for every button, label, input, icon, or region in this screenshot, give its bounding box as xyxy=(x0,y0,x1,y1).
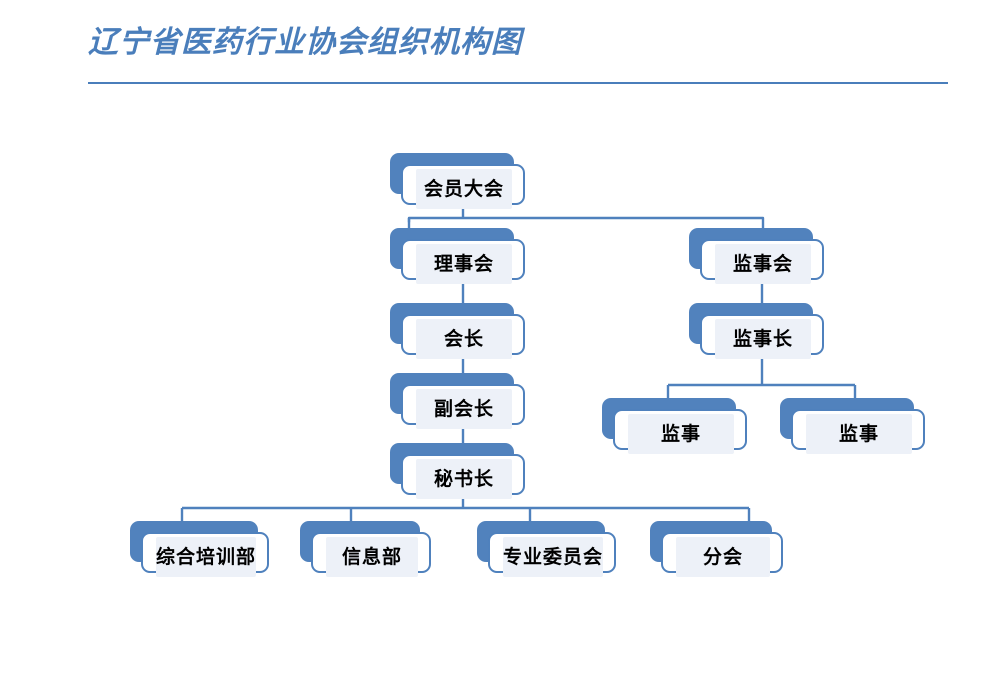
node-card[interactable]: 综合培训部 xyxy=(141,532,269,577)
org-node-label: 监事 xyxy=(660,422,701,445)
org-node-label: 会员大会 xyxy=(423,177,504,200)
org-node-n6: 综合培训部 xyxy=(130,521,269,577)
node-inner: 综合培训部 xyxy=(156,537,256,577)
node-card[interactable]: 秘书长 xyxy=(401,454,525,499)
org-node-label: 信息部 xyxy=(341,545,402,568)
node-inner: 信息部 xyxy=(326,537,418,577)
org-node-n4: 副会长 xyxy=(390,373,525,429)
node-card[interactable]: 监事长 xyxy=(700,314,824,359)
org-node-n7: 信息部 xyxy=(300,521,431,577)
org-node-n13: 监事 xyxy=(780,398,925,454)
org-node-n12: 监事 xyxy=(602,398,747,454)
org-node-n8: 专业委员会 xyxy=(477,521,616,577)
org-node-n5: 秘书长 xyxy=(390,443,525,499)
org-node-label: 专业委员会 xyxy=(503,545,604,568)
org-node-n11: 监事长 xyxy=(689,303,824,359)
node-card[interactable]: 监事 xyxy=(613,409,747,454)
org-node-label: 秘书长 xyxy=(433,467,494,490)
org-node-label: 监事 xyxy=(838,422,879,445)
node-inner: 监事 xyxy=(806,414,912,454)
node-inner: 副会长 xyxy=(416,389,512,429)
node-inner: 监事会 xyxy=(715,244,811,284)
org-node-label: 会长 xyxy=(443,327,484,350)
org-node-n1: 会员大会 xyxy=(390,153,525,209)
node-card[interactable]: 信息部 xyxy=(311,532,431,577)
node-inner: 分会 xyxy=(676,537,770,577)
node-inner: 会长 xyxy=(416,319,512,359)
org-node-label: 理事会 xyxy=(433,252,494,275)
org-node-label: 综合培训部 xyxy=(156,545,257,568)
org-node-label: 监事长 xyxy=(732,327,793,350)
node-inner: 会员大会 xyxy=(416,169,512,209)
node-card[interactable]: 分会 xyxy=(661,532,783,577)
node-card[interactable]: 理事会 xyxy=(401,239,525,284)
node-inner: 秘书长 xyxy=(416,459,512,499)
node-card[interactable]: 专业委员会 xyxy=(488,532,616,577)
node-card[interactable]: 副会长 xyxy=(401,384,525,429)
node-inner: 专业委员会 xyxy=(503,537,603,577)
node-card[interactable]: 会员大会 xyxy=(401,164,525,209)
node-inner: 理事会 xyxy=(416,244,512,284)
title-divider xyxy=(88,82,948,84)
node-card[interactable]: 监事 xyxy=(791,409,925,454)
org-node-label: 分会 xyxy=(702,545,743,568)
node-inner: 监事 xyxy=(628,414,734,454)
node-card[interactable]: 监事会 xyxy=(700,239,824,284)
node-card[interactable]: 会长 xyxy=(401,314,525,359)
org-node-label: 监事会 xyxy=(732,252,793,275)
org-node-n3: 会长 xyxy=(390,303,525,359)
org-node-label: 副会长 xyxy=(433,397,494,420)
node-inner: 监事长 xyxy=(715,319,811,359)
org-node-n9: 分会 xyxy=(650,521,783,577)
page-title: 辽宁省医药行业协会组织机构图 xyxy=(88,25,522,60)
org-node-n2: 理事会 xyxy=(390,228,525,284)
org-node-n10: 监事会 xyxy=(689,228,824,284)
